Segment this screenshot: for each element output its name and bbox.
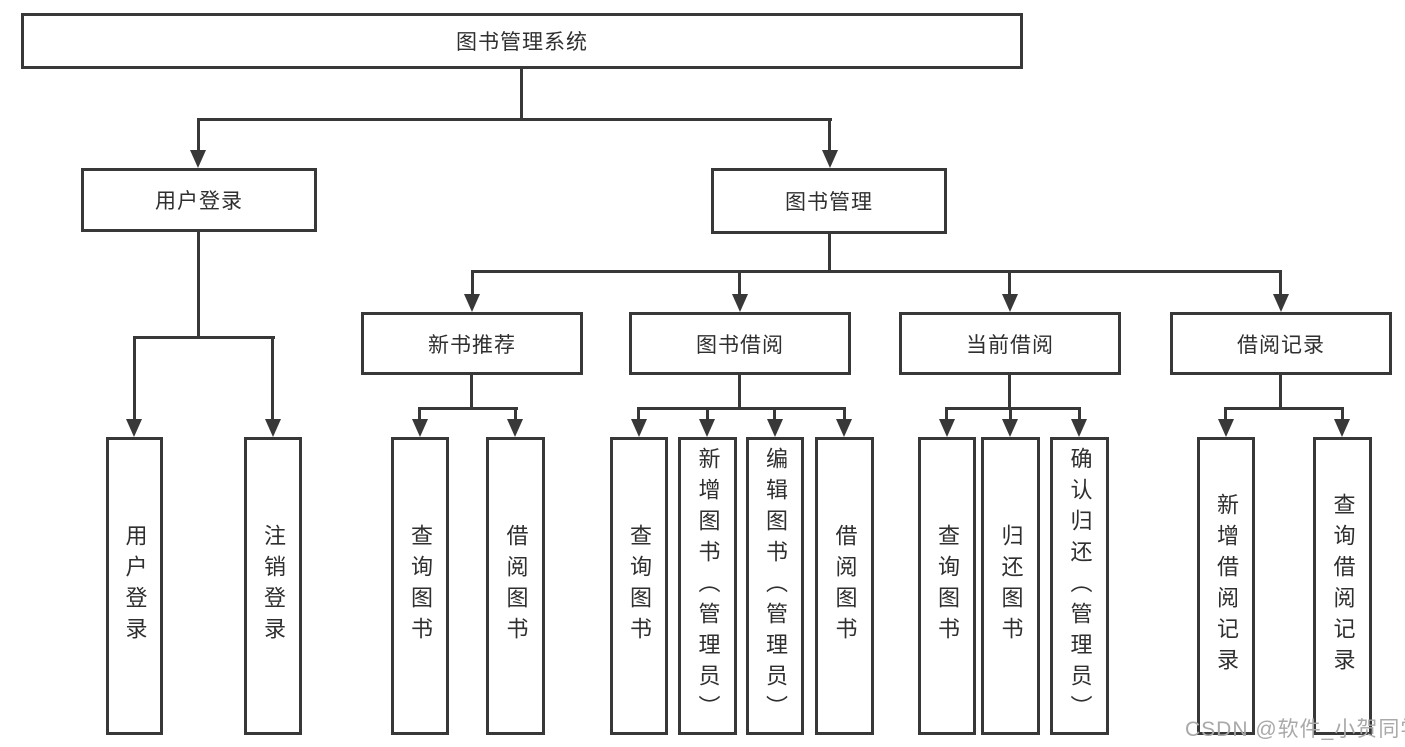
connector-drop-current-borrow	[1008, 270, 1011, 296]
node-book-management: 图书管理	[711, 168, 947, 234]
leaf-query-books-3-label: 查询图书	[935, 524, 960, 648]
connector-records-stem	[1279, 375, 1282, 407]
leaf-add-books-admin: 新增图书（管理员）	[678, 437, 737, 735]
arrowhead-current-borrow	[1002, 294, 1018, 312]
connector-login-stem	[197, 232, 200, 336]
csdn-watermark: CSDN @软件_小贺同学	[1185, 718, 1405, 741]
node-user-login: 用户登录	[81, 168, 317, 232]
arrowhead-leaf-logout	[265, 419, 281, 437]
connector-drop-g3a	[637, 407, 640, 421]
node-current-borrow: 当前借阅	[899, 312, 1121, 375]
connector-drop-leaf-logout	[271, 336, 274, 421]
connector-borrow-stem	[738, 375, 741, 407]
connector-drop-g2a	[418, 407, 421, 421]
connector-mgmt-stem	[828, 234, 831, 270]
leaf-query-books-2-label: 查询图书	[627, 524, 652, 648]
arrowhead-g3b	[699, 419, 715, 437]
leaf-borrow-books-1-label: 借阅图书	[503, 524, 529, 648]
connector-drop-g3d	[843, 407, 846, 421]
connector-current-stem	[1008, 375, 1011, 407]
arrowhead-g2a	[412, 419, 428, 437]
leaf-edit-books-admin: 编辑图书（管理员）	[746, 437, 804, 735]
node-root: 图书管理系统	[21, 13, 1023, 69]
leaf-logout-label: 注销登录	[261, 524, 286, 648]
leaf-confirm-return-admin-label: 确认归还（管理员）	[1067, 446, 1093, 726]
node-book-borrow-label: 图书借阅	[696, 333, 784, 357]
leaf-return-books: 归还图书	[981, 437, 1040, 735]
node-book-borrow: 图书借阅	[629, 312, 851, 375]
connector-newbook-bar	[418, 407, 518, 410]
connector-drop-leaf-login	[133, 336, 136, 421]
connector-newbook-stem	[470, 375, 473, 407]
leaf-add-borrow-record: 新增借阅记录	[1197, 437, 1255, 735]
node-user-login-label: 用户登录	[155, 190, 243, 213]
leaf-borrow-books-2-label: 借阅图书	[832, 524, 858, 648]
connector-drop-g4b	[1009, 407, 1012, 421]
leaf-query-books-1: 查询图书	[391, 437, 449, 735]
leaf-add-books-admin-label: 新增图书（管理员）	[695, 446, 721, 726]
leaf-confirm-return-admin: 确认归还（管理员）	[1050, 437, 1109, 735]
connector-drop-borrow-records	[1279, 270, 1282, 296]
connector-root-stem	[520, 69, 523, 118]
node-borrow-records-label: 借阅记录	[1237, 333, 1325, 357]
leaf-logout: 注销登录	[244, 437, 302, 735]
leaf-query-borrow-record: 查询借阅记录	[1313, 437, 1372, 735]
arrowhead-book-management	[822, 150, 838, 168]
node-book-management-label: 图书管理	[785, 191, 873, 214]
arrowhead-book-borrow	[732, 294, 748, 312]
arrowhead-g3a	[631, 419, 647, 437]
connector-records-bar	[1224, 407, 1344, 410]
connector-drop-book-management	[828, 118, 831, 152]
arrowhead-g2b	[507, 419, 523, 437]
arrowhead-user-login	[190, 150, 206, 168]
leaf-edit-books-admin-label: 编辑图书（管理员）	[763, 446, 788, 726]
arrowhead-g3d	[836, 419, 852, 437]
leaf-query-books-1-label: 查询图书	[408, 524, 433, 648]
arrowhead-g5a	[1218, 419, 1234, 437]
arrowhead-g5b	[1334, 419, 1350, 437]
connector-login-bar	[133, 336, 275, 339]
arrowhead-g3c	[767, 419, 783, 437]
connector-drop-user-login	[197, 118, 200, 152]
connector-drop-g3b	[706, 407, 709, 421]
leaf-return-books-label: 归还图书	[998, 524, 1024, 648]
node-borrow-records: 借阅记录	[1170, 312, 1392, 375]
connector-drop-g2b	[514, 407, 517, 421]
connector-current-bar	[945, 407, 1081, 410]
arrowhead-g4b	[1002, 419, 1018, 437]
connector-root-bar	[197, 118, 832, 121]
connector-mgmt-bar	[471, 270, 1282, 273]
node-new-book-recommend-label: 新书推荐	[428, 333, 516, 357]
connector-drop-g4a	[945, 407, 948, 421]
leaf-user-login-label: 用户登录	[122, 524, 148, 648]
connector-drop-g5a	[1224, 407, 1227, 421]
connector-drop-book-borrow	[738, 270, 741, 296]
connector-drop-g3c	[773, 407, 776, 421]
leaf-user-login: 用户登录	[106, 437, 163, 735]
connector-borrow-bar	[637, 407, 846, 410]
leaf-query-books-2: 查询图书	[610, 437, 668, 735]
leaf-query-books-3: 查询图书	[918, 437, 976, 735]
node-new-book-recommend: 新书推荐	[361, 312, 583, 375]
arrowhead-leaf-login	[126, 419, 142, 437]
arrowhead-new-book	[464, 294, 480, 312]
connector-drop-g5b	[1341, 407, 1344, 421]
node-root-label: 图书管理系统	[456, 31, 588, 54]
leaf-add-borrow-record-label: 新增借阅记录	[1214, 493, 1239, 679]
arrowhead-borrow-records	[1273, 294, 1289, 312]
connector-drop-new-book	[471, 270, 474, 296]
arrowhead-g4a	[939, 419, 955, 437]
leaf-borrow-books-2: 借阅图书	[815, 437, 874, 735]
node-current-borrow-label: 当前借阅	[966, 333, 1054, 357]
connector-drop-g4c	[1078, 407, 1081, 421]
leaf-query-borrow-record-label: 查询借阅记录	[1330, 493, 1356, 679]
leaf-borrow-books-1: 借阅图书	[486, 437, 545, 735]
arrowhead-g4c	[1071, 419, 1087, 437]
